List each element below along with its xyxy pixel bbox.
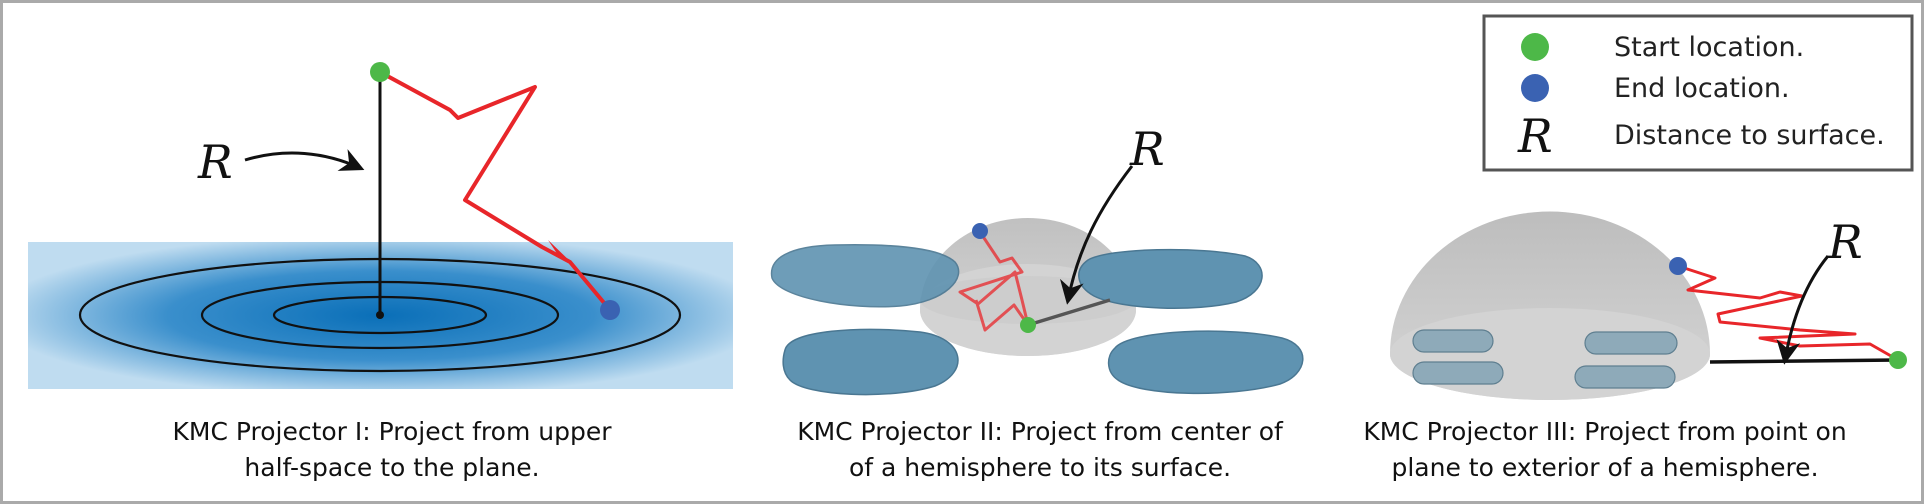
surface-patch-top-left (770, 244, 960, 308)
start-dot (1020, 317, 1036, 333)
distance-line (1709, 358, 1899, 364)
caption-line-1: KMC Projector III: Project from point on (1363, 417, 1847, 446)
legend-end-label: End location. (1614, 73, 1790, 104)
r-arrow (1776, 255, 1830, 365)
projection-point (376, 311, 384, 319)
caption-line-1: KMC Projector II: Project from center of (797, 417, 1283, 446)
end-dot (600, 300, 620, 320)
surface-patch-2 (1584, 331, 1678, 355)
legend: Start location. End location. R Distance… (1482, 14, 1914, 172)
start-dot (370, 62, 390, 82)
legend-start-marker (1521, 33, 1549, 61)
caption-line-2: plane to exterior of a hemisphere. (1391, 453, 1819, 482)
start-dot (1889, 351, 1907, 369)
surface-patch-bottom-left (782, 328, 959, 396)
random-walk-path (958, 231, 1030, 332)
panel-projector-3: R (1390, 211, 1907, 400)
surface-patch-top-right (1078, 248, 1263, 309)
caption-projector-3: KMC Projector III: Project from point on… (1295, 414, 1915, 486)
surface-patch-3 (1412, 361, 1504, 385)
caption-projector-1: KMC Projector I: Project from upper half… (82, 414, 702, 486)
walk-arrowhead (548, 240, 575, 266)
r-label: R (1129, 122, 1165, 176)
r-label: R (197, 135, 233, 189)
surface-patch-4 (1574, 365, 1676, 389)
caption-line-2: of a hemisphere to its surface. (848, 453, 1232, 482)
end-dot (972, 223, 988, 239)
legend-start-label: Start location. (1614, 32, 1804, 63)
caption-line-1: KMC Projector I: Project from upper (172, 417, 612, 446)
r-arrow (1060, 165, 1134, 305)
surface-patch-1 (1412, 329, 1494, 353)
legend-r-label: Distance to surface. (1614, 120, 1885, 151)
r-arrow (244, 149, 365, 171)
legend-end-marker (1521, 74, 1549, 102)
r-label: R (1827, 215, 1863, 269)
caption-projector-2: KMC Projector II: Project from center of… (730, 414, 1350, 486)
legend-box (1482, 14, 1914, 172)
end-dot (1669, 257, 1687, 275)
legend-r-symbol: R (1517, 109, 1553, 163)
caption-line-2: half-space to the plane. (244, 453, 540, 482)
distance-line (1027, 298, 1111, 327)
panel-projector-2: R (770, 122, 1304, 396)
panel-projector-1: R (28, 62, 733, 389)
surface-patch-bottom-right (1107, 330, 1304, 395)
